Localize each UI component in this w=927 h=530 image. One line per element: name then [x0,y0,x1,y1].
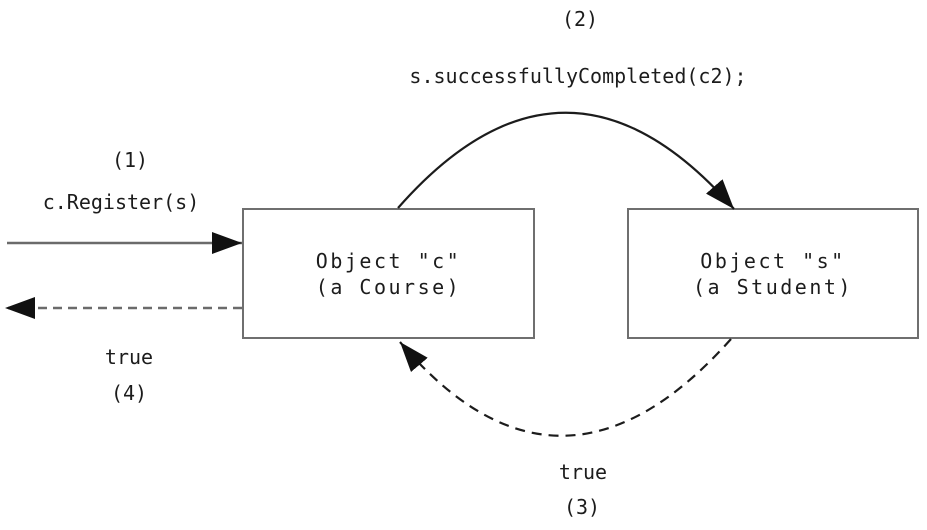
step-4-return-value: true [104,345,154,369]
step-2-number: (2) [561,7,599,31]
successfully-completed-call-arc [397,111,735,210]
object-c-title: Object "c" [315,248,462,273]
object-s-title: Object "s" [700,248,846,273]
step-1-message: c.Register(s) [42,190,200,214]
completed-return-arc [399,338,732,437]
object-c-box: Object "c" (a Course) [242,208,535,339]
step-3-number: (3) [563,495,601,519]
step-2-message: s.successfullyCompleted(c2); [409,64,747,88]
object-s-box: Object "s" (a Student) [627,208,919,339]
object-s-subtitle: (a Student) [693,274,853,299]
step-4-number: (4) [110,381,148,405]
object-c-subtitle: (a Course) [315,274,462,299]
step-1-number: (1) [111,148,149,172]
step-3-return-value: true [558,460,608,484]
